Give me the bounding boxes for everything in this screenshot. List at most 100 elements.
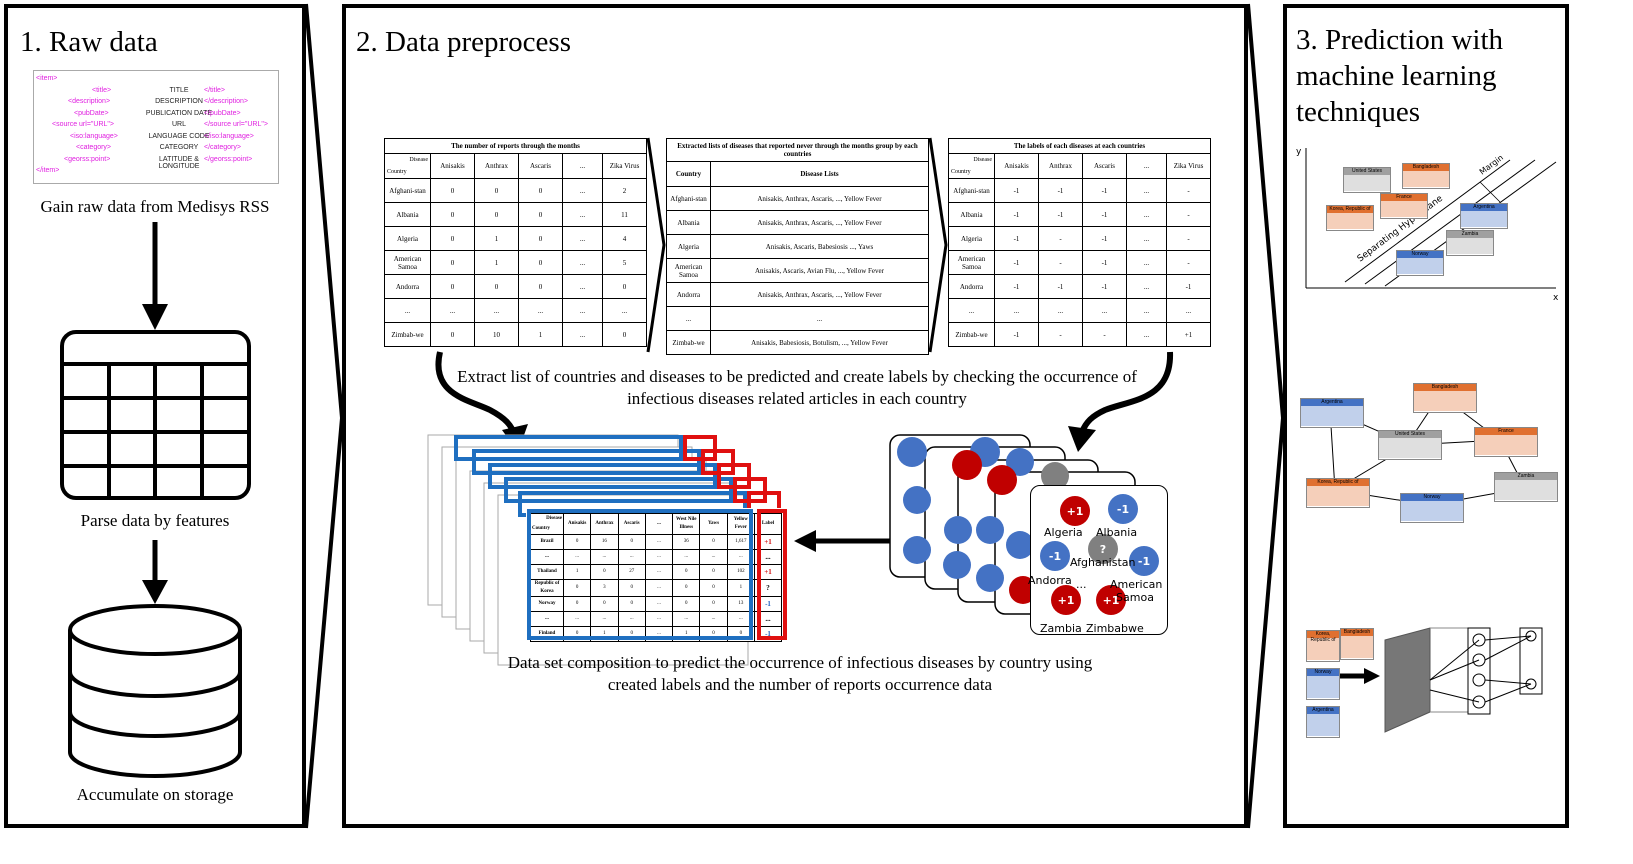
nn-input-box: Norway bbox=[1306, 668, 1340, 700]
svm-country-box: Norway bbox=[1396, 250, 1444, 276]
table-cell: - bbox=[1166, 178, 1211, 203]
table-chevron-2 bbox=[928, 137, 948, 353]
table-cell: 0 bbox=[430, 322, 475, 347]
table-cell: Algeria bbox=[384, 226, 431, 251]
caption-dataset-composition: Data set composition to predict the occu… bbox=[507, 653, 1093, 694]
svm-axis-x: x bbox=[1553, 293, 1559, 303]
nn-arrow-head bbox=[1364, 668, 1380, 684]
table-cell: ... bbox=[602, 298, 647, 323]
table-cell: Afghani-stan bbox=[948, 178, 995, 203]
table-cell: 0 bbox=[430, 274, 475, 299]
table-cell: Anisakis, Anthrax, Ascaris, ..., Yellow … bbox=[710, 210, 929, 235]
table-cell: - bbox=[1038, 322, 1083, 347]
rss-row: <title>TITLE</title> bbox=[34, 87, 278, 97]
rss-open-tag: <description> bbox=[68, 98, 111, 105]
country-box-header: Zambia bbox=[1447, 231, 1493, 238]
rss-close-tag: </description> bbox=[204, 98, 248, 105]
rss-close-tag: </title> bbox=[204, 86, 226, 94]
column-header: Ascaris bbox=[1082, 153, 1127, 179]
svm-country-box: Zambia bbox=[1446, 230, 1494, 256]
country-box-body bbox=[1307, 676, 1339, 698]
svm-country-box: France bbox=[1380, 193, 1428, 219]
country-box-body bbox=[1381, 201, 1427, 217]
table-cell: Andorra bbox=[948, 274, 995, 299]
rss-open-tag: <iso:language> bbox=[70, 132, 118, 140]
graph-country-box: Bangladesh bbox=[1413, 383, 1477, 413]
country-box-header: Norway bbox=[1307, 669, 1339, 676]
rss-row: <pubDate>PUBLICATION DATE</pubDate> bbox=[34, 110, 278, 120]
country-box-header: Bangladesh bbox=[1341, 629, 1373, 636]
table-cell: -1 bbox=[1082, 274, 1127, 299]
table-cell: ... bbox=[562, 274, 603, 299]
table-cell: -1 bbox=[1082, 226, 1127, 251]
country-box-header: United States bbox=[1344, 168, 1390, 175]
table-cell: ... bbox=[474, 298, 519, 323]
map-country-name: Algeria bbox=[1044, 526, 1083, 539]
table-cell: 0 bbox=[430, 202, 475, 227]
country-box-body bbox=[1475, 435, 1537, 455]
table-cell: 0 bbox=[430, 250, 475, 275]
table-cell: -1 bbox=[994, 178, 1039, 203]
column-header: Country bbox=[666, 161, 711, 187]
table-cell: 0 bbox=[430, 226, 475, 251]
table-cell: Andorra bbox=[666, 282, 711, 307]
table-cell: ... bbox=[710, 306, 929, 331]
rss-row: <iso:language>LANGUAGE CODE</iso:languag… bbox=[34, 133, 278, 143]
country-box-body bbox=[1307, 486, 1369, 506]
map-country-name: American Samoa bbox=[1110, 578, 1163, 604]
table-cell: - bbox=[1038, 226, 1083, 251]
table-cell: -1 bbox=[994, 250, 1039, 275]
country-box-header: France bbox=[1381, 194, 1427, 201]
table-cell: American Samoa bbox=[948, 250, 995, 275]
table-chevron-1 bbox=[646, 137, 666, 353]
rss-close-tag: </iso:language> bbox=[204, 132, 254, 140]
svm-country-box: Korea, Republic of bbox=[1326, 205, 1374, 231]
corner-bottom: Country bbox=[532, 526, 551, 531]
value-cell: 102 bbox=[726, 564, 756, 580]
table-cell: -1 bbox=[1038, 202, 1083, 227]
table-cell: Algeria bbox=[666, 234, 711, 259]
labels-table-title: The labels of each diseases at each coun… bbox=[948, 138, 1211, 153]
table-cell: 0 bbox=[474, 178, 519, 203]
map-country-name: ... bbox=[1076, 578, 1087, 591]
table-row: ...... bbox=[666, 306, 929, 331]
table-cell: ... bbox=[1166, 298, 1211, 323]
table-cell: -1 bbox=[1082, 202, 1127, 227]
panel-data-preprocess-title: 2. Data preprocess bbox=[356, 26, 571, 58]
table-cell: Zimbab-we bbox=[666, 330, 711, 355]
arrow-map-to-dataset-head bbox=[794, 530, 816, 552]
rss-row: </item> bbox=[34, 167, 278, 177]
rss-close-tag: </pubDate> bbox=[204, 109, 241, 117]
column-header: Disease Lists bbox=[710, 161, 929, 187]
country-box-body bbox=[1307, 638, 1339, 660]
table-row: American Samoa-1--1...- bbox=[948, 250, 1211, 275]
svm-country-box: United States bbox=[1343, 167, 1391, 193]
table-cell: ... bbox=[384, 298, 431, 323]
arrow-head-2 bbox=[142, 580, 168, 604]
rss-close-tag: </georss:point> bbox=[204, 155, 253, 163]
table-cell: ... bbox=[1038, 298, 1083, 323]
table-cell: Zimbab-we bbox=[948, 322, 995, 347]
table-cell: -1 bbox=[1038, 274, 1083, 299]
table-cell: ... bbox=[1126, 178, 1167, 203]
table-cell: American Samoa bbox=[384, 250, 431, 275]
table-cell: - bbox=[1038, 250, 1083, 275]
stack-circles bbox=[897, 437, 1069, 604]
chevron-2-3 bbox=[1246, 3, 1286, 829]
table-cell: Anisakis, Ascaris, Babesiosis ..., Yaws bbox=[710, 234, 929, 259]
table-cell: ... bbox=[562, 226, 603, 251]
corner-bottom: Country bbox=[387, 169, 407, 175]
rss-field: URL bbox=[171, 121, 186, 128]
country-box-header: Norway bbox=[1401, 494, 1463, 501]
table-cell: -1 bbox=[994, 322, 1039, 347]
country-box-body bbox=[1327, 213, 1373, 229]
corner-top: Disease bbox=[409, 157, 428, 163]
table-cell: -1 bbox=[994, 274, 1039, 299]
table-cell: 11 bbox=[602, 202, 647, 227]
rss-open-tag: <georss:point> bbox=[64, 155, 111, 163]
table-cell: Albania bbox=[666, 210, 711, 235]
